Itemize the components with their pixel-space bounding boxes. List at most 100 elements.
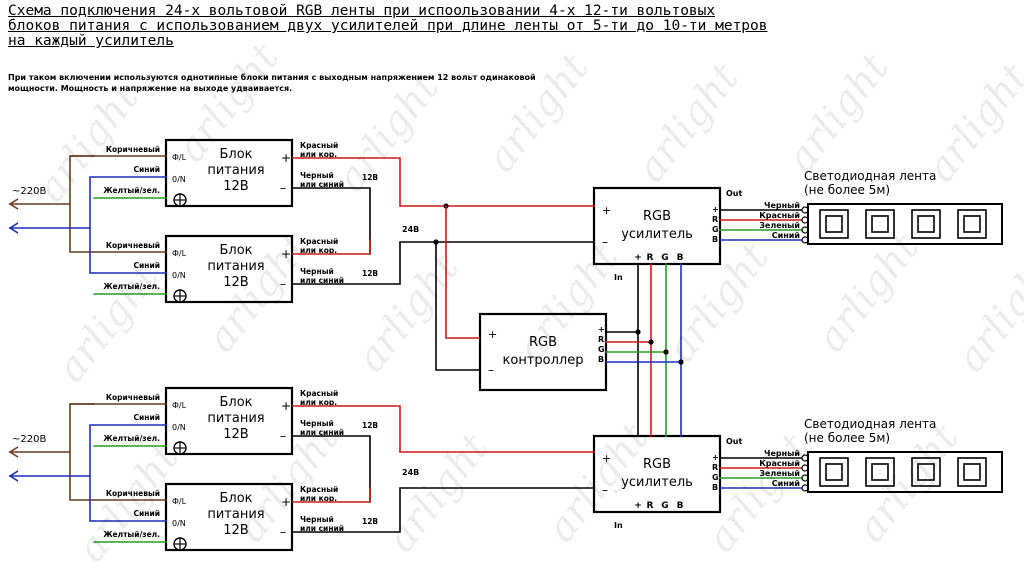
amp-output-wire-label: Синий bbox=[772, 479, 800, 488]
rgb-controller bbox=[478, 312, 608, 392]
psu-plus: + bbox=[281, 247, 291, 261]
amp-output-wire-label: Черный bbox=[764, 201, 800, 210]
led-chip-icon bbox=[911, 209, 941, 239]
wire-label-blue: Синий bbox=[134, 165, 160, 174]
output-label-black-alt: или синий bbox=[300, 428, 344, 437]
red-wire bbox=[445, 206, 480, 339]
amplifier-label-line2: усилитель bbox=[621, 227, 693, 242]
wire-label-blue: Синий bbox=[134, 509, 160, 518]
amplifier-label-line1: RGB bbox=[643, 457, 671, 472]
junction-dot bbox=[678, 359, 684, 365]
rgb-amplifier-1 bbox=[592, 186, 722, 266]
amp-in-pin-G: G bbox=[661, 253, 668, 263]
controller-plus: + bbox=[488, 328, 497, 341]
psu-input-N: 0/N bbox=[172, 519, 186, 528]
diagram-title: Схема подключения 24-х вольтовой RGB лен… bbox=[8, 3, 768, 49]
psu-label-line1: Блок bbox=[219, 243, 252, 258]
psu-input-L: Ф/L bbox=[172, 401, 187, 410]
led-chip-icon bbox=[825, 215, 843, 233]
psu-input-N: 0/N bbox=[172, 175, 186, 184]
amp-output-wire-label: Черный bbox=[764, 449, 800, 458]
amp-in-pin-R: R bbox=[647, 253, 654, 263]
led-chip-icon bbox=[871, 215, 889, 233]
wire-label-ground: Желтый/зел. bbox=[103, 186, 160, 195]
output-voltage-label: 12В bbox=[362, 173, 378, 182]
led-chip-icon bbox=[825, 463, 843, 481]
led-chip-icon bbox=[917, 215, 935, 233]
strip-label-line2: (не более 5м) bbox=[804, 183, 890, 197]
psu-label-line2: питания bbox=[207, 163, 264, 178]
junction-dot bbox=[663, 349, 669, 355]
controller-pin-G: G bbox=[598, 345, 605, 354]
psu-input-N: 0/N bbox=[172, 271, 186, 280]
junction-dot bbox=[635, 329, 641, 335]
wire-label-brown: Коричневый bbox=[106, 145, 160, 154]
amp-out-pin-R: R bbox=[712, 463, 718, 472]
bus-voltage-label-top: 24В bbox=[402, 225, 419, 234]
psu-label-line3: 12В bbox=[223, 427, 248, 442]
power-supply-box-4 bbox=[164, 482, 294, 552]
led-chip-icon bbox=[963, 463, 981, 481]
red-wire bbox=[292, 157, 401, 206]
strip-label-line1: Светодиодная лента bbox=[804, 417, 936, 431]
output-label-red: Красный bbox=[300, 389, 338, 398]
diagram-note: При таком включении используются однотип… bbox=[8, 73, 536, 93]
output-voltage-label: 12В bbox=[362, 421, 378, 430]
psu-label-line1: Блок bbox=[219, 395, 252, 410]
amp-out-pin-G: G bbox=[712, 473, 719, 482]
controller-minus: – bbox=[488, 363, 494, 377]
amp-output-wire-label: Синий bbox=[772, 231, 800, 240]
wire-label-brown: Коричневый bbox=[106, 393, 160, 402]
power-supply-box-3 bbox=[164, 386, 294, 456]
strip-label-line2: (не более 5м) bbox=[804, 431, 890, 445]
psu-plus: + bbox=[281, 151, 291, 165]
amp-in-pin-+: + bbox=[634, 501, 642, 511]
amplifier-label-line2: усилитель bbox=[621, 475, 693, 490]
arrow-head-icon bbox=[8, 446, 19, 458]
controller-pin-+: + bbox=[598, 325, 605, 334]
amp-in-pin-+: + bbox=[634, 253, 642, 263]
amp-out-pin-G: G bbox=[712, 225, 719, 234]
black-wire bbox=[292, 187, 371, 254]
amp-out-label: Out bbox=[726, 189, 742, 198]
controller-label-line1: RGB bbox=[529, 335, 557, 350]
amp-output-wire-label: Зеленый bbox=[759, 469, 800, 478]
output-label-black: Черный bbox=[300, 515, 334, 524]
output-voltage-label: 12В bbox=[362, 269, 378, 278]
psu-label-line1: Блок bbox=[219, 147, 252, 162]
wire-label-brown: Коричневый bbox=[106, 489, 160, 498]
black-wire bbox=[292, 488, 401, 533]
mains-voltage-label: ~220В bbox=[12, 186, 46, 197]
controller-label-line2: контроллер bbox=[503, 353, 584, 368]
controller-pin-B: B bbox=[598, 355, 604, 364]
psu-label-line2: питания bbox=[207, 507, 264, 522]
amp-out-pin-B: B bbox=[712, 483, 718, 492]
output-label-black: Черный bbox=[300, 267, 334, 276]
output-label-red-alt: или кор. bbox=[300, 398, 337, 407]
controller-pin-R: R bbox=[598, 335, 604, 344]
led-chip-icon bbox=[871, 463, 889, 481]
psu-input-L: Ф/L bbox=[172, 153, 187, 162]
amp-output-wire-label: Зеленый bbox=[759, 221, 800, 230]
amp-out-label: Out bbox=[726, 437, 742, 446]
psu-input-N: 0/N bbox=[172, 423, 186, 432]
output-label-black-alt: или синий bbox=[300, 524, 344, 533]
led-chip-icon bbox=[963, 215, 981, 233]
amp-out-pin-R: R bbox=[712, 215, 718, 224]
output-label-red-alt: или кор. bbox=[300, 494, 337, 503]
amp-in-label: In bbox=[614, 273, 623, 282]
power-supply-box-2 bbox=[164, 234, 294, 304]
black-wire bbox=[435, 242, 480, 371]
output-label-black: Черный bbox=[300, 171, 334, 180]
psu-input-L: Ф/L bbox=[172, 249, 187, 258]
amplifier-label-line1: RGB bbox=[643, 209, 671, 224]
psu-label-line1: Блок bbox=[219, 491, 252, 506]
power-supply-box-1 bbox=[164, 138, 294, 208]
output-voltage-label: 12В bbox=[362, 517, 378, 526]
psu-minus: – bbox=[280, 429, 286, 443]
amp-input-minus: – bbox=[602, 235, 608, 249]
psu-label-line3: 12В bbox=[223, 179, 248, 194]
strip-label-line1: Светодиодная лента bbox=[804, 169, 936, 183]
wire-label-brown: Коричневый bbox=[106, 241, 160, 250]
